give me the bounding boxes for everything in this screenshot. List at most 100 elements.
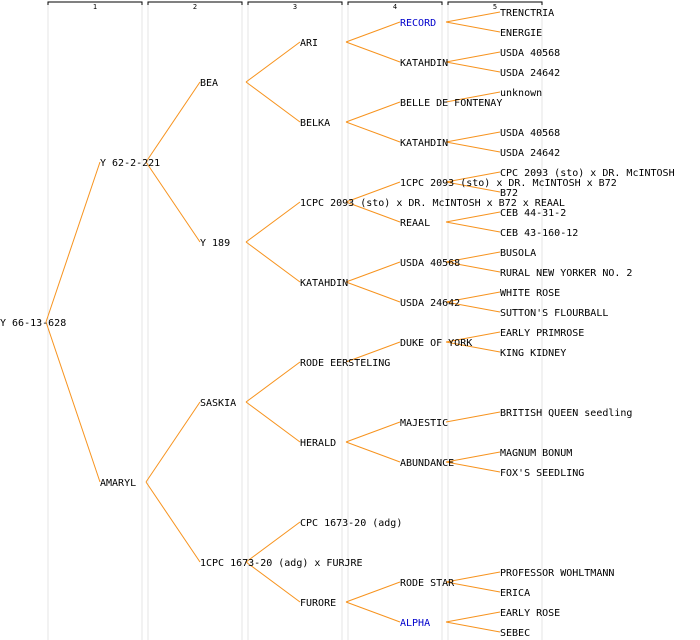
pedigree-link [445, 181, 501, 193]
pedigree-node-label: BEA [200, 78, 218, 89]
pedigree-node-label: RODE EERSTELING [300, 358, 390, 369]
pedigree-node-label: EARLY ROSE [500, 608, 560, 619]
pedigree-link [445, 211, 501, 223]
pedigree-node-label: WHITE ROSE [500, 288, 560, 299]
pedigree-link [145, 161, 201, 243]
pedigree-link [145, 481, 201, 563]
pedigree-link [445, 581, 501, 593]
pedigree-link [345, 41, 401, 63]
pedigree-node-label: USDA 40568 [500, 48, 560, 59]
pedigree-node-label: PROFESSOR WOHLTMANN [500, 568, 614, 579]
pedigree-link [445, 131, 501, 143]
generation-label: 4 [393, 3, 397, 11]
pedigree-link [345, 181, 401, 203]
generation-bracket [347, 1, 443, 5]
pedigree-node-link[interactable]: ALPHA [400, 618, 430, 629]
pedigree-node-label: SEBEC [500, 628, 530, 639]
generation-label: 5 [493, 3, 497, 11]
pedigree-node-label: CEB 44-31-2 [500, 208, 566, 219]
pedigree-node-label: CEB 43-160-12 [500, 228, 578, 239]
pedigree-link [345, 421, 401, 443]
pedigree-link [445, 21, 501, 33]
pedigree-link [345, 21, 401, 43]
pedigree-link [445, 251, 501, 263]
pedigree-link [245, 81, 301, 123]
pedigree-node-label: KING KIDNEY [500, 348, 566, 359]
pedigree-node-label: ABUNDANCE [400, 458, 454, 469]
pedigree-link [445, 621, 501, 633]
generation-label: 2 [193, 3, 197, 11]
pedigree-node-label: KATAHDIN [400, 58, 448, 69]
pedigree-link [445, 11, 501, 23]
pedigree-node-label: ENERGIE [500, 28, 542, 39]
pedigree-node-label: USDA 40568 [500, 128, 560, 139]
pedigree-node-label: USDA 24642 [400, 298, 460, 309]
pedigree-link [445, 301, 501, 313]
pedigree-node-label: RODE STAR [400, 578, 455, 589]
pedigree-link [245, 201, 301, 243]
pedigree-link [445, 341, 501, 353]
pedigree-node-label: DUKE OF YORK [400, 338, 472, 349]
pedigree-node-label: SASKIA [200, 398, 236, 409]
generation-bracket [147, 1, 243, 5]
pedigree-link [445, 141, 501, 153]
pedigree-link [345, 261, 401, 283]
pedigree-node-label: Y 189 [200, 238, 230, 249]
pedigree-node-label: FOX'S SEEDLING [500, 468, 584, 479]
pedigree-link [445, 61, 501, 73]
pedigree-node-label: BRITISH QUEEN seedling [500, 408, 632, 419]
pedigree-link [445, 571, 501, 583]
pedigree-node-label: BUSOLA [500, 248, 536, 259]
pedigree-link [245, 361, 301, 403]
pedigree-links [45, 11, 501, 633]
pedigree-link [145, 401, 201, 483]
pedigree-link [45, 321, 101, 483]
pedigree-node-label: ARI [300, 38, 318, 49]
pedigree-node-label: SUTTON'S FLOURBALL [500, 308, 608, 319]
generation-header: 1 2 3 4 5 [47, 1, 543, 640]
pedigree-link [145, 81, 201, 163]
pedigree-link [245, 241, 301, 283]
pedigree-node-label: FURORE [300, 598, 336, 609]
pedigree-link [445, 611, 501, 623]
generation-label: 1 [93, 3, 97, 11]
pedigree-node-label: AMARYL [100, 478, 136, 489]
generation-bracket [447, 1, 543, 5]
pedigree-link [345, 101, 401, 123]
pedigree-node-label: TRENCTRIA [500, 8, 554, 19]
pedigree-node-label: USDA 40568 [400, 258, 460, 269]
pedigree-link [345, 601, 401, 623]
pedigree-link [445, 461, 501, 473]
pedigree-link [345, 281, 401, 303]
pedigree-link [445, 451, 501, 463]
pedigree-link [445, 51, 501, 63]
pedigree-node-label: BELKA [300, 118, 330, 129]
pedigree-node-label: unknown [500, 88, 542, 99]
pedigree-link [445, 221, 501, 233]
pedigree-node-label: REAAL [400, 218, 430, 229]
generation-bracket [247, 1, 343, 5]
pedigree-node-label: Y 66-13-628 [0, 318, 66, 329]
pedigree-node-label: KATAHDIN [400, 138, 448, 149]
generation-label: 3 [293, 3, 297, 11]
pedigree-link [445, 91, 501, 103]
pedigree-node-label: HERALD [300, 438, 336, 449]
pedigree-link [345, 121, 401, 143]
pedigree-node-label: MAJESTIC [400, 418, 448, 429]
pedigree-link [45, 161, 101, 323]
pedigree-node-label: B72 [500, 188, 518, 199]
pedigree-node-label: 1CPC 2093 (sto) x DR. McINTOSH x B72 x R… [300, 198, 565, 209]
pedigree-node-label: RURAL NEW YORKER NO. 2 [500, 268, 632, 279]
pedigree-link [345, 441, 401, 463]
pedigree-node-label: ERICA [500, 588, 530, 599]
pedigree-node-link[interactable]: RECORD [400, 18, 436, 29]
pedigree-node-label: Y 62-2-221 [100, 158, 160, 169]
pedigree-link [345, 581, 401, 603]
pedigree-node-label: KATAHDIN [300, 278, 348, 289]
pedigree-link [445, 171, 501, 183]
pedigree-node-label: USDA 24642 [500, 68, 560, 79]
pedigree-node-label: BELLE DE FONTENAY [400, 98, 502, 109]
pedigree-link [245, 41, 301, 83]
